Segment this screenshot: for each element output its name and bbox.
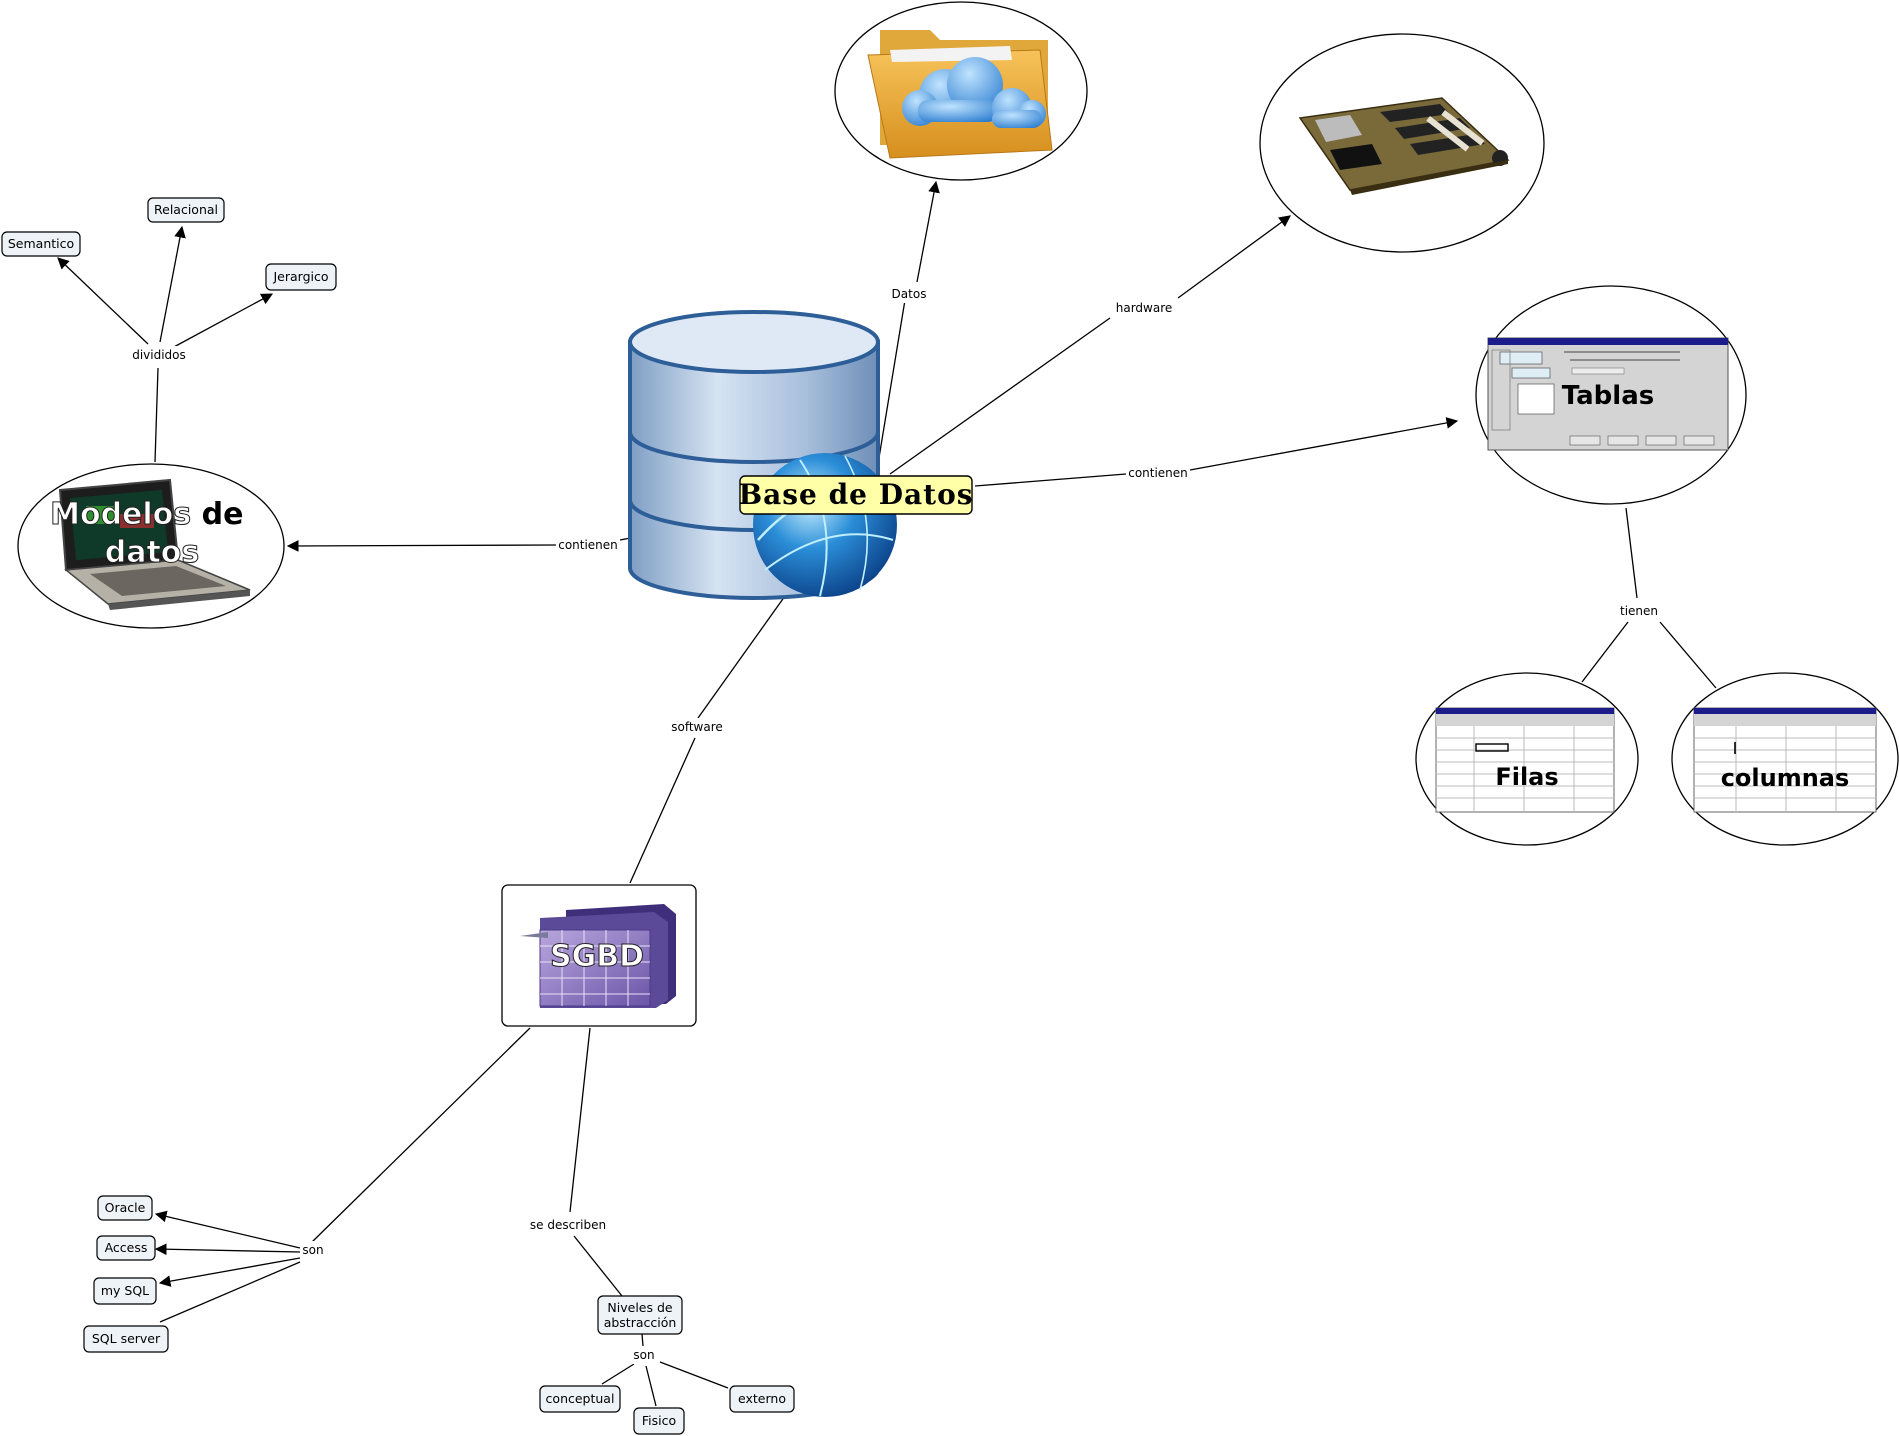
concept-fisico[interactable]: Fisico (633, 1407, 685, 1435)
link-label-se-describen: se describen (530, 1218, 606, 1232)
spreadsheet-icon (1435, 707, 1615, 813)
link-label-tienen: tienen (1620, 604, 1658, 618)
concept-jerargico[interactable]: Jerargico (265, 263, 337, 291)
link-label-son-bottom: son (633, 1348, 654, 1362)
concept-conceptual[interactable]: conceptual (539, 1385, 621, 1413)
concept-mysql-label: my SQL (101, 1283, 149, 1298)
concept-relacional[interactable]: Relacional (147, 197, 225, 223)
link-label-divididos: divididos (132, 348, 186, 362)
concept-relacional-label: Relacional (154, 202, 218, 217)
concept-sqlserver-label: SQL server (92, 1331, 161, 1346)
node-tablas-label: Tablas (1562, 381, 1654, 411)
spreadsheet-icon (1693, 707, 1877, 813)
link-labels: Datos hardware contienen contienen softw… (128, 285, 1662, 1364)
concept-niveles-label-line1: Niveles de (607, 1300, 672, 1315)
node-sgbd[interactable]: SGBD (501, 884, 697, 1027)
link-label-datos: Datos (892, 287, 927, 301)
concept-externo[interactable]: externo (729, 1385, 795, 1413)
concept-access[interactable]: Access (96, 1235, 156, 1261)
node-sgbd-label: SGBD (550, 939, 644, 974)
node-filas[interactable]: Filas (1415, 672, 1639, 846)
connections (57, 180, 1717, 1407)
table-window-icon (1487, 337, 1729, 451)
concept-semantico[interactable]: Semantico (1, 231, 81, 257)
link-label-contienen-right: contienen (1128, 466, 1188, 480)
concept-sqlserver[interactable]: SQL server (83, 1325, 169, 1353)
node-tablas[interactable]: Tablas (1475, 285, 1747, 505)
node-columnas[interactable]: columnas (1671, 672, 1899, 846)
laptop-icon (58, 478, 251, 610)
concept-niveles-de-abstraccion[interactable]: Niveles de abstracción (597, 1295, 683, 1335)
concept-oracle[interactable]: Oracle (97, 1195, 153, 1221)
node-datos-image[interactable] (834, 1, 1088, 181)
globe-icon (753, 453, 897, 597)
cube-grid-icon (520, 904, 676, 1008)
node-filas-label: Filas (1495, 763, 1558, 791)
concept-niveles-label-line2: abstracción (604, 1315, 677, 1330)
link-label-hardware: hardware (1116, 301, 1173, 315)
node-modelos-label: Modelos de datos (50, 497, 254, 570)
link-label-son-left: son (302, 1243, 323, 1257)
motherboard-icon (1298, 97, 1510, 195)
concept-jerargico-label: Jerargico (272, 269, 328, 284)
central-concept-base-de-datos[interactable]: Base de Datos (738, 475, 973, 515)
node-hardware-image[interactable] (1259, 33, 1545, 253)
concept-mysql[interactable]: my SQL (93, 1277, 157, 1305)
concept-fisico-label: Fisico (642, 1413, 676, 1428)
node-modelos-de-datos[interactable]: Modelos de datos (17, 463, 285, 629)
central-concept-label: Base de Datos (738, 478, 973, 511)
link-label-software: software (671, 720, 723, 734)
concept-oracle-label: Oracle (105, 1200, 146, 1215)
concept-conceptual-label: conceptual (546, 1391, 615, 1406)
link-label-contienen-left: contienen (558, 538, 618, 552)
concept-access-label: Access (105, 1240, 148, 1255)
concept-externo-label: externo (738, 1391, 786, 1406)
concept-semantico-label: Semantico (8, 236, 74, 251)
node-columnas-label: columnas (1721, 764, 1850, 792)
cloud-folder-icon (867, 30, 1053, 159)
